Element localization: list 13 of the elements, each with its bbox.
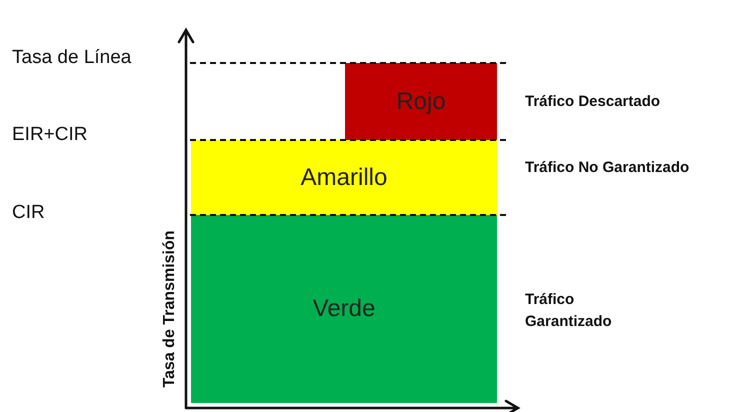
threshold-label: Tasa de Línea: [12, 47, 132, 69]
threshold-label: CIR: [12, 202, 45, 224]
traffic-description: Tráfico Descartado: [525, 92, 660, 112]
band-label: Amarillo: [300, 164, 388, 192]
traffic-description: Tráfico Garantizado: [525, 290, 613, 332]
rate-band: [191, 140, 497, 215]
rate-band: [345, 63, 497, 140]
traffic-description: Tráfico No Garantizado: [525, 158, 690, 178]
rate-band: [191, 215, 497, 403]
band-label: Verde: [312, 295, 376, 323]
threshold-label: EIR+CIR: [12, 124, 88, 146]
axis-title: Tasa de Transmisión: [161, 229, 179, 390]
band-label: Rojo: [396, 88, 446, 116]
